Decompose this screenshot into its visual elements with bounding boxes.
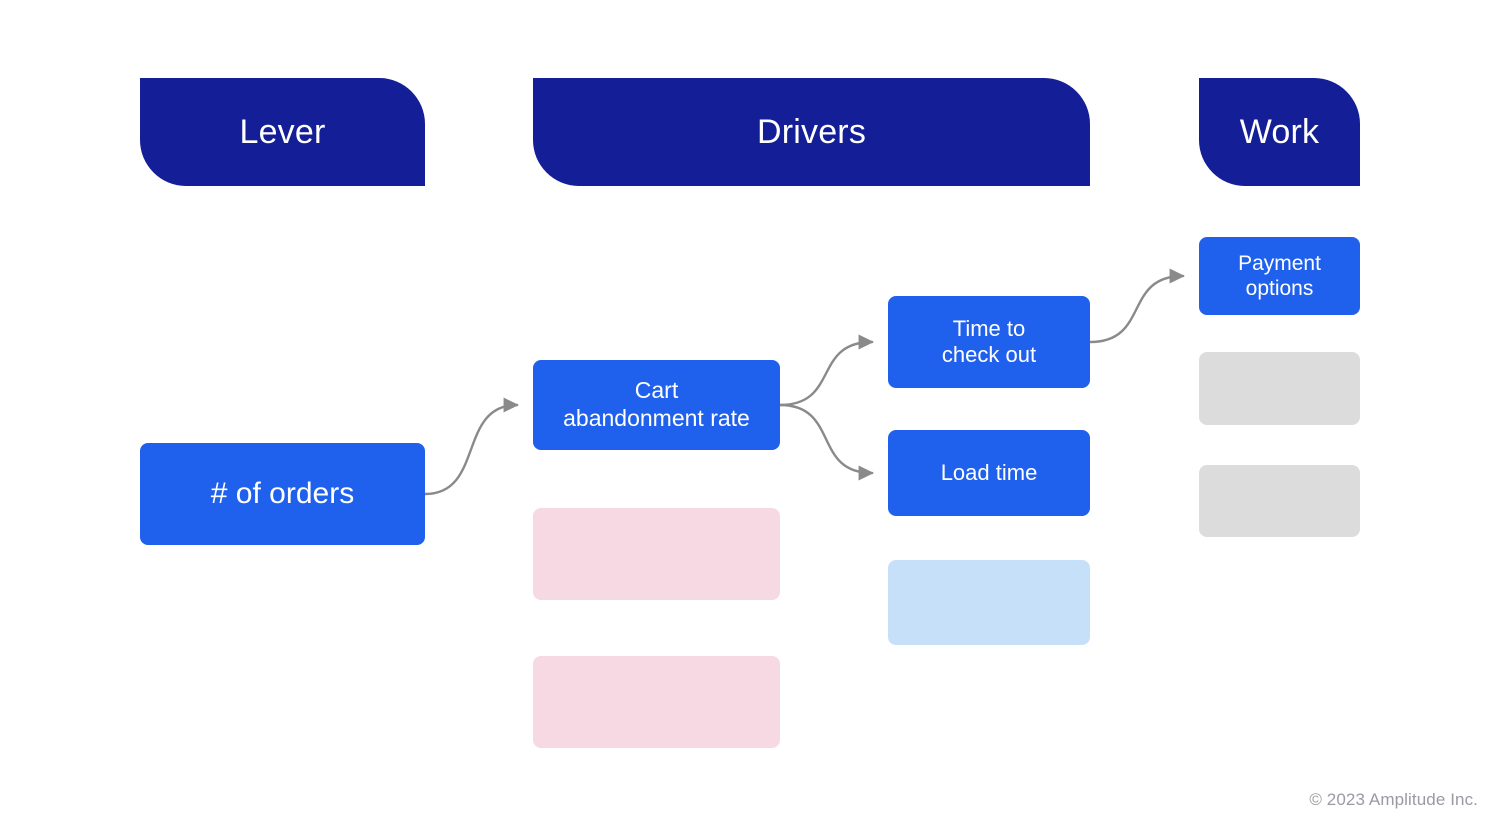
column-header-lever: Lever (140, 78, 425, 186)
connector-cart-to-load (778, 403, 874, 481)
node-label: Time to check out (941, 315, 1037, 367)
column-header-label: Lever (239, 112, 326, 151)
node-placeholder-drivers-3[interactable] (888, 560, 1090, 645)
column-header-label: Drivers (756, 112, 867, 151)
node-load-time[interactable]: Load time (888, 430, 1090, 516)
connector-orders-to-cart (423, 397, 519, 496)
node-time-to-check-out[interactable]: Time to check out (888, 296, 1090, 388)
node-label: # of orders (210, 477, 355, 510)
connector-cart-to-time (778, 334, 874, 407)
column-header-label: Work (1239, 112, 1320, 151)
node-placeholder-work-2[interactable] (1199, 465, 1360, 537)
connector-time-to-payment (1088, 268, 1185, 344)
node-placeholder-drivers-1[interactable] (533, 508, 780, 600)
copyright-text: © 2023 Amplitude Inc. (1309, 790, 1478, 809)
node-orders[interactable]: # of orders (140, 443, 425, 545)
node-payment-options[interactable]: Payment options (1199, 237, 1360, 315)
node-label: Cart abandonment rate (563, 377, 750, 431)
node-label: Payment options (1238, 251, 1321, 300)
node-placeholder-work-1[interactable] (1199, 352, 1360, 425)
node-cart-abandonment-rate[interactable]: Cart abandonment rate (533, 360, 780, 450)
node-placeholder-drivers-2[interactable] (533, 656, 780, 748)
node-label: Load time (940, 459, 1038, 485)
column-header-work: Work (1199, 78, 1360, 186)
column-header-drivers: Drivers (533, 78, 1090, 186)
